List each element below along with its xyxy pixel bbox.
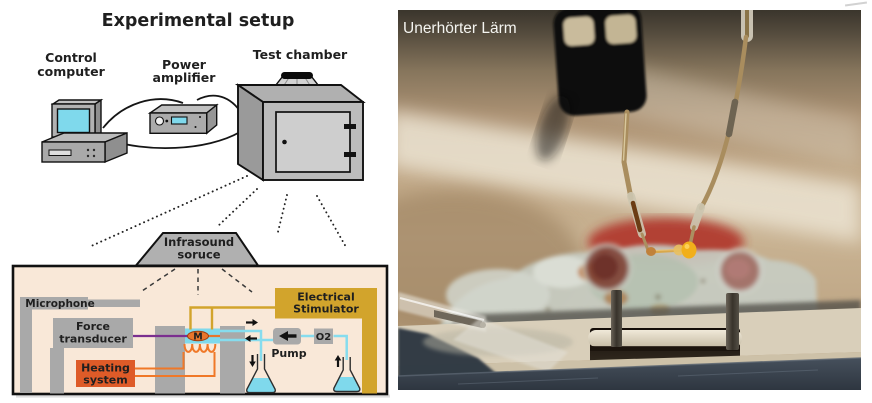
flask-right-liquid xyxy=(333,377,360,392)
photo-still: Unerhörter Lärm xyxy=(398,10,861,390)
electrical-stimulator-box xyxy=(275,288,377,319)
power-amplifier-illustration xyxy=(147,103,219,135)
stage-pin-left xyxy=(611,290,622,347)
power-amplifier-label: Power amplifier xyxy=(153,57,217,85)
tube-metal-rod xyxy=(434,310,482,328)
infrasound-source-shape xyxy=(133,232,260,267)
sound-dashed-lines xyxy=(141,268,253,295)
disk-slot xyxy=(48,149,72,156)
glass-tube xyxy=(398,292,568,372)
base-front xyxy=(41,141,106,163)
force-transducer-box xyxy=(53,318,133,348)
pipette-left xyxy=(621,109,651,255)
stage-pin-right xyxy=(726,293,739,350)
bath-block-left xyxy=(155,326,185,394)
chamber-door xyxy=(275,111,351,173)
test-chamber-label: Test chamber xyxy=(253,47,348,62)
tissue-disc-right xyxy=(716,247,764,295)
heating-coil xyxy=(183,343,217,353)
light-band-upper xyxy=(588,58,861,168)
monitor-side xyxy=(94,98,102,139)
page-artifact-line xyxy=(844,1,868,7)
electrical-stimulator-bar xyxy=(362,318,377,394)
control-computer-label: Control computer xyxy=(37,50,105,79)
heating-system-box xyxy=(76,360,135,387)
light-band-diagonal xyxy=(398,111,861,242)
amp-knob xyxy=(154,116,165,126)
amp-led1 xyxy=(199,116,201,118)
photo-caption: Unerhörter Lärm xyxy=(403,20,517,37)
heating-system-label-line1: Heating xyxy=(81,362,130,375)
amp-top xyxy=(147,104,219,114)
pump-label: Pump xyxy=(271,347,306,360)
o2-label: O2 xyxy=(316,332,332,343)
schematic-shadow xyxy=(16,394,390,398)
bath-block-right xyxy=(220,326,245,394)
muscle-label: M xyxy=(193,332,202,343)
control-computer-illustration xyxy=(41,98,128,164)
cable-amplifier-chamber xyxy=(196,94,241,112)
clamp-shape xyxy=(553,10,647,116)
flask-left-liquid xyxy=(246,378,276,393)
clamp-hole-left xyxy=(563,16,595,46)
amp-led2 xyxy=(194,126,197,128)
clamp-blur-extension xyxy=(536,95,570,161)
infrasound-source-label-line2: soruce xyxy=(177,248,220,262)
door-hinge-bottom xyxy=(344,152,356,157)
amp-dot xyxy=(165,119,169,123)
flask-left xyxy=(246,354,276,394)
flow-arrows xyxy=(245,319,342,367)
test-chamber-schematic: Infrasound soruce Microphone Force trans… xyxy=(11,232,390,398)
speaker-cap xyxy=(281,72,313,79)
electrical-stimulator-label-line2: Stimulator xyxy=(293,303,359,316)
perfusion-tubes xyxy=(220,329,348,361)
rod-shadow xyxy=(590,346,740,351)
flask-left-outline xyxy=(246,354,276,394)
flask-right-outline xyxy=(333,357,361,393)
holder-rod xyxy=(588,330,742,347)
pump-arrow-head xyxy=(279,331,288,341)
diagram-title: Experimental setup xyxy=(102,11,295,31)
sound-projection-dotted-lines xyxy=(88,175,347,248)
base-vents xyxy=(86,148,96,158)
svg-text:Control: Control xyxy=(45,50,97,65)
heating-system-label-line2: system xyxy=(83,374,127,387)
microphone-label: Microphone xyxy=(25,298,94,310)
force-transducer-label-line2: transducer xyxy=(59,333,127,346)
o2-box xyxy=(314,328,333,344)
pipette-right xyxy=(688,10,753,247)
test-chamber-illustration xyxy=(234,72,366,182)
svg-text:Power: Power xyxy=(162,57,207,72)
tissue-disc-left xyxy=(581,242,633,294)
svg-text:computer: computer xyxy=(37,64,105,79)
svg-text:amplifier: amplifier xyxy=(153,70,217,85)
door-hinge-top xyxy=(344,124,356,129)
photo-canvas: Unerhörter Lärm xyxy=(398,10,861,390)
infrasound-source-label-line1: Infrasound xyxy=(164,235,234,249)
electrical-stimulator-label-line1: Electrical xyxy=(297,291,354,304)
gel-flap xyxy=(453,318,568,372)
stimulation-lines xyxy=(189,306,275,330)
microphone-assembly xyxy=(20,297,140,393)
muscle-sample xyxy=(187,330,209,342)
force-transducer-label-line1: Force xyxy=(76,320,110,333)
flask-right xyxy=(333,357,361,393)
amp-display xyxy=(170,116,188,125)
muscle-specimen xyxy=(646,241,697,259)
experimental-setup-diagram: Experimental setup Control computer Powe… xyxy=(11,11,390,398)
force-transducer-stand xyxy=(50,348,64,394)
heating-lines xyxy=(135,352,216,377)
chamber-side xyxy=(237,83,264,182)
door-knob xyxy=(282,139,287,145)
specimen-yellow-node xyxy=(681,241,697,259)
metal-base xyxy=(398,358,861,390)
screen xyxy=(56,108,91,134)
cable-computer-amplifier xyxy=(102,98,184,129)
clamp-hole-right xyxy=(605,14,637,44)
